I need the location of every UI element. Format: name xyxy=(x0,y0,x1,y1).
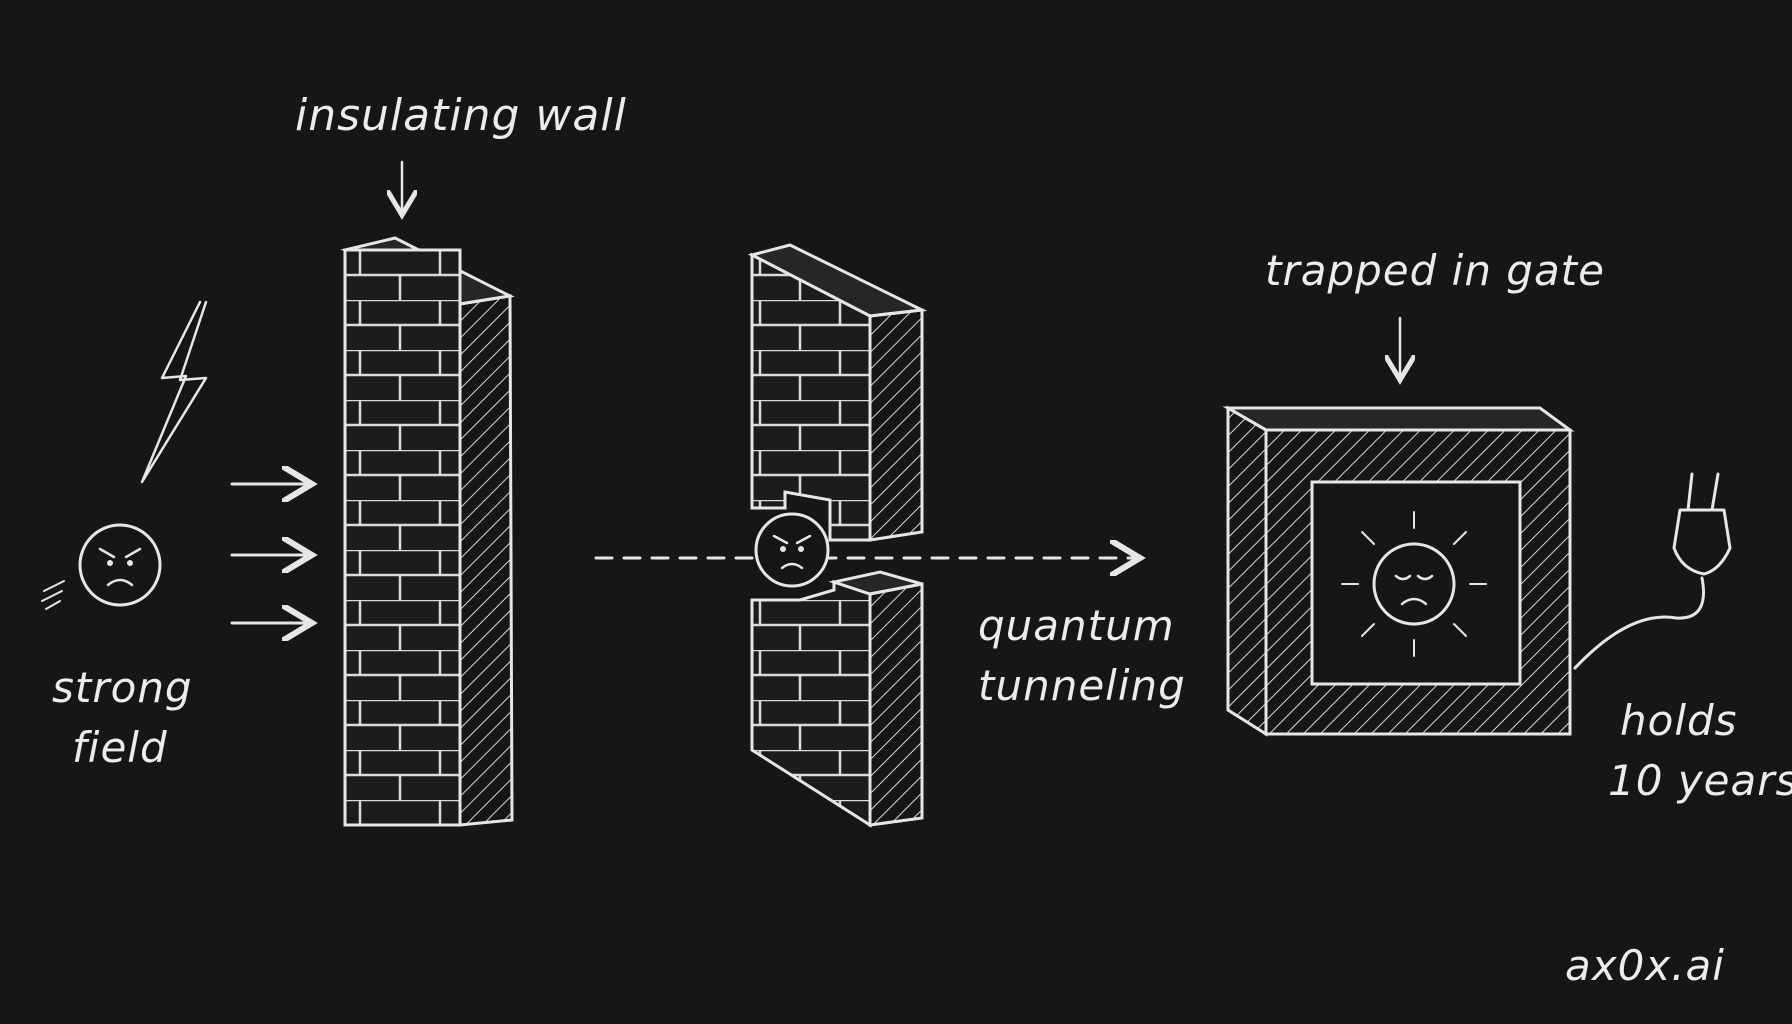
angry-electron-icon xyxy=(41,523,162,610)
broken-wall-bottom xyxy=(750,570,924,828)
strong-field-label-line2: field xyxy=(72,723,168,772)
insulating-wall xyxy=(340,236,515,827)
quantum-tunneling-label-line2: tunneling xyxy=(978,661,1186,710)
broken-wall-top xyxy=(747,243,928,542)
holds-label-line1: holds xyxy=(1620,696,1738,745)
watermark-text: ax0x.ai xyxy=(1565,941,1725,990)
strong-field-label-line1: strong xyxy=(52,663,193,712)
holds-label-line2: 10 years xyxy=(1608,756,1792,805)
field-arrows xyxy=(230,484,312,623)
sad-electron-icon xyxy=(1341,511,1487,657)
power-plug-icon xyxy=(1573,472,1732,670)
trapped-in-gate-label: trapped in gate xyxy=(1265,246,1605,295)
quantum-tunneling-label-line1: quantum xyxy=(978,601,1175,650)
lightning-icon xyxy=(140,300,208,484)
insulating-wall-label: insulating wall xyxy=(295,90,627,141)
angry-electron-icon xyxy=(754,512,830,588)
